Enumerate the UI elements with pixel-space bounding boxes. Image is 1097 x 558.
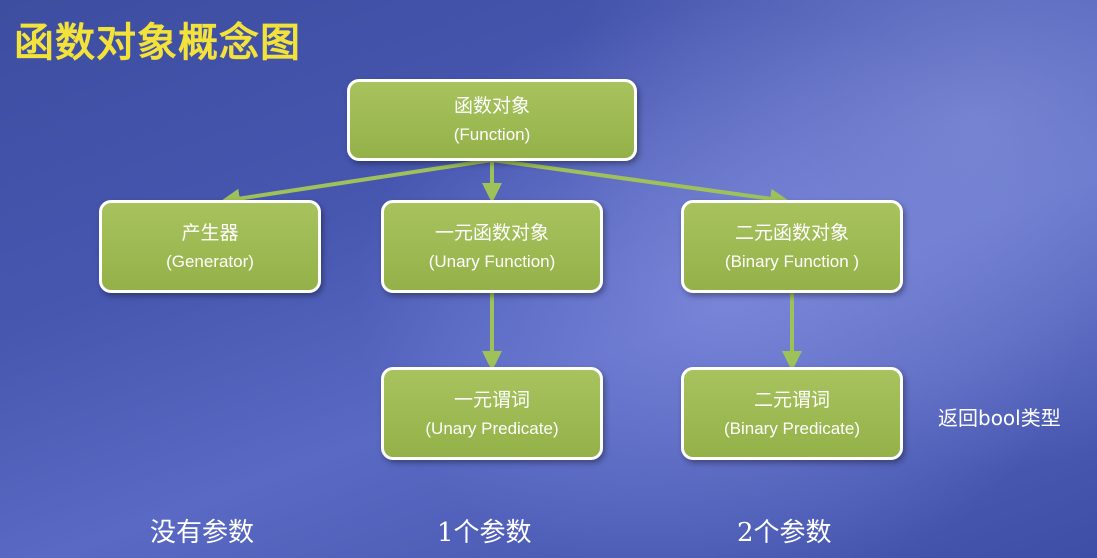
page-title: 函数对象概念图	[14, 20, 301, 66]
node-unary-function: 一元函数对象 (Unary Function)	[381, 200, 603, 293]
arrow-function-to-binary-function	[491, 158, 790, 209]
node-unary-predicate-zh: 一元谓词	[453, 388, 530, 411]
node-unary-function-zh: 一元函数对象	[434, 221, 549, 244]
node-generator-en: (Generator)	[166, 251, 254, 271]
two-params-label: 2个参数	[737, 518, 832, 548]
node-binary-predicate: 二元谓词 (Binary Predicate)	[681, 367, 903, 460]
returns-bool-label: 返回bool类型	[938, 406, 1061, 430]
node-binary-predicate-zh: 二元谓词	[753, 388, 830, 411]
node-binary-function-en: (Binary Function )	[724, 251, 860, 271]
node-generator: 产生器 (Generator)	[99, 200, 321, 293]
node-binary-function-zh: 二元函数对象	[734, 221, 849, 244]
no-params-label: 没有参数	[150, 518, 255, 548]
node-unary-predicate-en: (Unary Predicate)	[425, 418, 559, 438]
node-unary-function-en: (Unary Function)	[428, 251, 556, 271]
node-function-en: (Function)	[453, 125, 531, 144]
one-param-label: 1个参数	[437, 518, 532, 548]
node-function-zh: 函数对象	[453, 95, 530, 117]
node-unary-predicate: 一元谓词 (Unary Predicate)	[381, 367, 603, 460]
arrow-function-to-generator	[220, 158, 493, 209]
node-binary-function: 二元函数对象 (Binary Function )	[681, 200, 903, 293]
node-binary-predicate-en: (Binary Predicate)	[723, 418, 861, 438]
node-generator-zh: 产生器	[181, 221, 239, 244]
node-function: 函数对象 (Function)	[347, 79, 637, 161]
